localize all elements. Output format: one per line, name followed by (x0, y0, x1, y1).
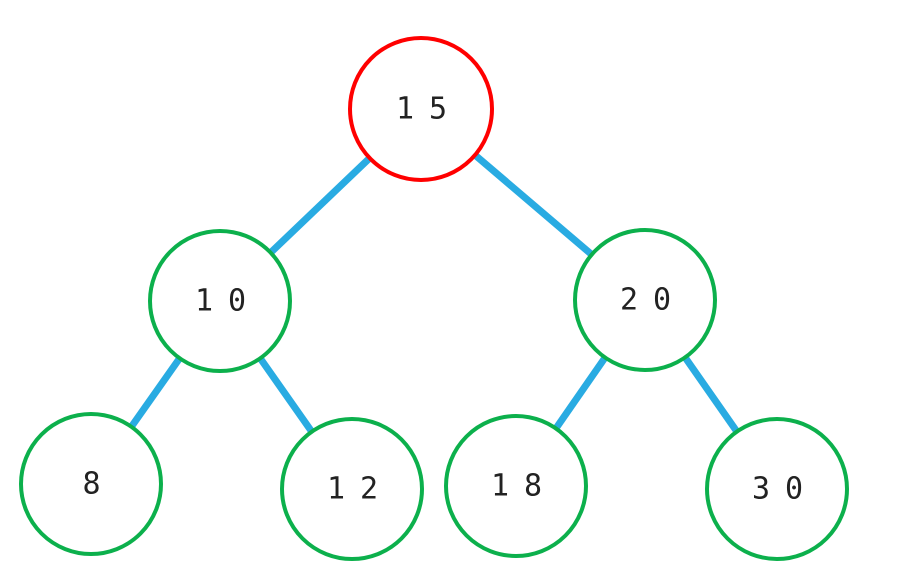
tree-node-20: 20 (573, 228, 717, 372)
node-circle-20 (573, 228, 717, 372)
node-value-20: 20 (620, 283, 686, 318)
tree-node-8: 8 (19, 412, 163, 556)
tree-node-18: 18 (444, 414, 588, 558)
node-value-15: 15 (396, 92, 462, 127)
node-value-30: 30 (752, 472, 818, 507)
node-circle-10 (148, 229, 292, 373)
tree-node-15: 15 (348, 36, 494, 182)
node-circle-30 (705, 417, 849, 561)
node-value-12: 12 (327, 472, 393, 507)
node-value-10: 10 (195, 284, 261, 319)
node-circle-8 (19, 412, 163, 556)
node-value-18: 18 (491, 469, 557, 504)
node-value-8: 8 (82, 467, 115, 502)
node-circle-12 (280, 417, 424, 561)
tree-node-10: 10 (148, 229, 292, 373)
tree-node-30: 30 (705, 417, 849, 561)
node-circle-15 (348, 36, 494, 182)
tree-node-12: 12 (280, 417, 424, 561)
node-circle-18 (444, 414, 588, 558)
